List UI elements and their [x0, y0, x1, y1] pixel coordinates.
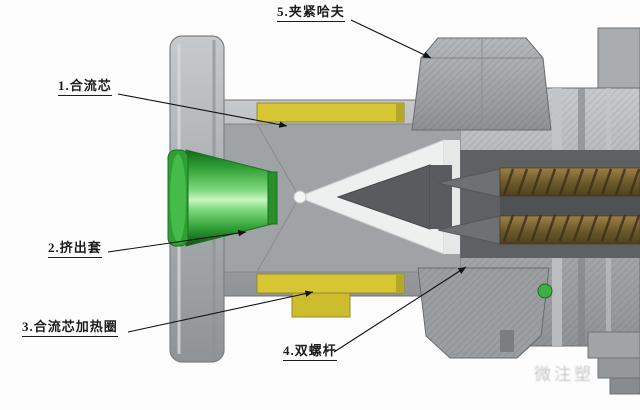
leader-line-5	[350, 19, 432, 59]
extrusion-sleeve	[167, 149, 307, 247]
watermark: 微注塑	[534, 365, 594, 384]
leader-line-1	[117, 93, 288, 128]
label-clamp-half: 5.夹紧哈夫	[277, 4, 345, 22]
leader-line-3	[127, 290, 314, 333]
clamp-top	[411, 37, 552, 131]
leader-line-2	[107, 229, 247, 253]
label-extrusion-sleeve: 2.挤出套	[48, 240, 102, 258]
twin-screws	[499, 167, 640, 245]
leader-lines	[107, 19, 467, 353]
heater-band	[256, 102, 405, 318]
leader-line-4	[333, 266, 467, 353]
label-confluence-core: 1.合流芯	[58, 78, 112, 96]
die-bore	[293, 190, 307, 204]
label-twin-screws: 4.双螺杆	[283, 343, 337, 361]
screw-flights	[502, 168, 640, 242]
clamp-bottom	[417, 267, 553, 359]
label-heater-band: 3.合流芯加热圈	[22, 319, 118, 337]
seal-ring	[537, 283, 553, 299]
